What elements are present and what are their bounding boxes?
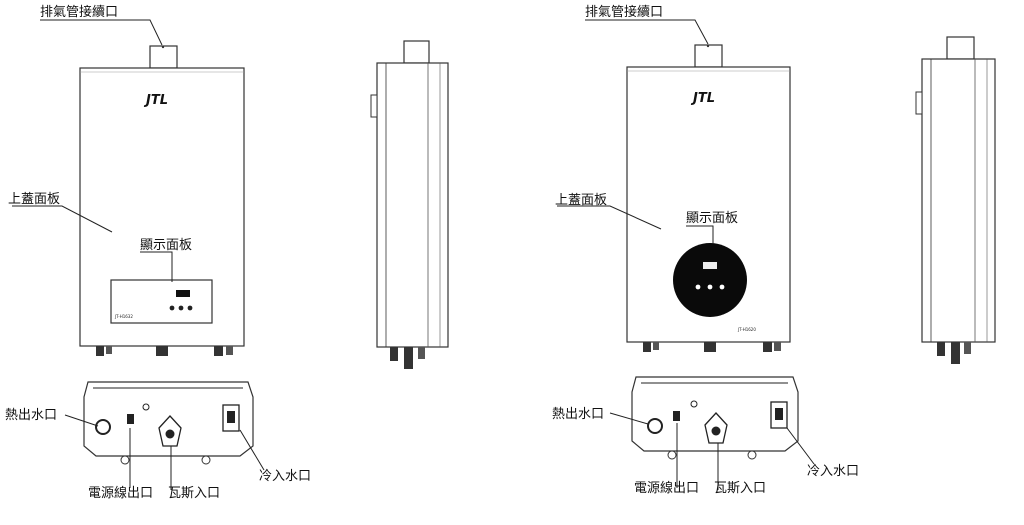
right-bottom-view [631, 376, 799, 460]
right-display-panel [673, 243, 747, 317]
left-brand-logo: JTL [143, 93, 168, 108]
right-leader-lines [557, 19, 815, 490]
right-cold-in-label: 冷入水口 [807, 464, 859, 479]
right-hot-outlet-icon [647, 418, 663, 434]
right-button-icon [719, 284, 725, 290]
right-exhaust-collar [694, 44, 723, 68]
left-gas-label: 瓦斯入口 [168, 486, 220, 501]
left-button-icon [178, 305, 184, 311]
right-front-view: JTL JT-H1620 [626, 44, 791, 352]
left-hot-out-label: 熱出水口 [5, 408, 57, 423]
right-exhaust-label: 排氣管接續口 [585, 4, 663, 20]
left-front-fittings [96, 346, 233, 356]
left-side-view [370, 40, 449, 369]
right-power-outlet-icon [673, 411, 680, 421]
left-side-exhaust [403, 40, 430, 64]
left-model-text: JT-H1632 [114, 314, 133, 319]
left-bottom-view [83, 381, 254, 465]
right-side-exhaust [946, 36, 975, 60]
left-power-outlet-icon [127, 414, 134, 424]
left-button-icon [187, 305, 193, 311]
right-front-fittings [643, 342, 781, 352]
left-front-view: JTL JT-H1632 [79, 45, 245, 356]
right-button-icon [695, 284, 701, 290]
right-power-label: 電源線出口 [634, 480, 699, 496]
left-side-fittings [390, 347, 425, 369]
right-top-cover-label: 上蓋面板 [555, 193, 607, 208]
right-hot-out-label: 熱出水口 [552, 407, 604, 422]
left-top-cover-label: 上蓋面板 [8, 192, 60, 207]
left-exhaust-label: 排氣管接續口 [40, 4, 118, 20]
left-display-panel [110, 279, 213, 324]
left-cold-in-label: 冷入水口 [259, 469, 311, 484]
left-display-label: 顯示面板 [140, 238, 192, 253]
right-side-view [915, 36, 996, 364]
right-side-fittings [937, 342, 971, 364]
right-model-text: JT-H1620 [737, 327, 756, 332]
right-display-label: 顯示面板 [686, 211, 738, 226]
right-brand-logo: JTL [690, 91, 715, 106]
left-power-label: 電源線出口 [88, 485, 153, 501]
right-gas-label: 瓦斯入口 [714, 481, 766, 496]
left-side-casing [376, 62, 449, 348]
left-button-icon [169, 305, 175, 311]
left-display-screen [176, 290, 190, 297]
left-exhaust-collar [149, 45, 178, 69]
left-hot-outlet-icon [95, 419, 111, 435]
right-display-screen [703, 262, 717, 269]
left-leader-lines [12, 19, 265, 490]
right-side-casing [921, 58, 996, 343]
right-button-icon [707, 284, 713, 290]
